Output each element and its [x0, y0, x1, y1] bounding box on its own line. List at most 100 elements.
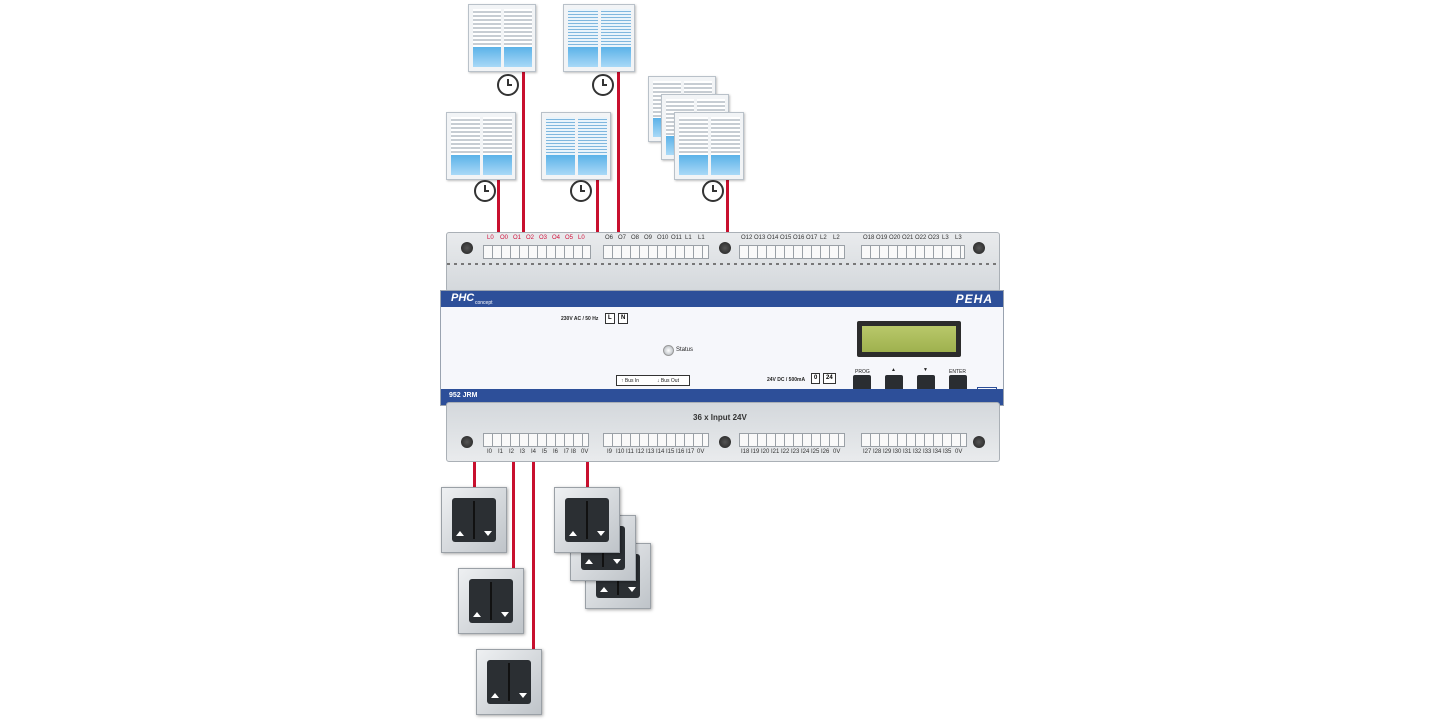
clock-icon [570, 180, 592, 202]
screw-icon [973, 242, 985, 254]
terminal-row [739, 245, 845, 259]
terminal-label: O12 [741, 235, 753, 241]
screw-icon [719, 242, 731, 254]
terminal-label: O9 [644, 235, 653, 241]
screw-icon [461, 242, 473, 254]
terminal-label: O22 [915, 235, 927, 241]
terminal-label: L3 [942, 235, 949, 241]
terminal-label: I2 [509, 449, 515, 455]
terminal-label: I13 [646, 449, 655, 455]
enter-button[interactable] [949, 375, 967, 393]
wire-window-5 [726, 178, 729, 232]
wire-switch-4 [586, 460, 589, 488]
terminal-label: O11 [671, 235, 682, 241]
terminal-label: L1 [698, 235, 705, 241]
terminal-label: O23 [928, 235, 940, 241]
blind-switch-3[interactable] [476, 649, 542, 715]
terminal-label: O4 [552, 235, 561, 241]
wire-window-3 [497, 178, 500, 232]
terminal-label: I0 [487, 449, 493, 455]
terminal-label: I34 [933, 449, 942, 455]
status-led [663, 345, 674, 356]
arrow-up-icon [600, 587, 608, 592]
terminal-label: I25 [811, 449, 820, 455]
terminal-label: L2 [820, 235, 827, 241]
wire-window-4 [596, 178, 599, 232]
terminal-label: I29 [883, 449, 892, 455]
wire-switch-1 [473, 460, 476, 488]
terminal-label: I33 [923, 449, 932, 455]
bus-in-label: ↑ Bus In [621, 378, 640, 384]
terminal-label: O10 [657, 235, 669, 241]
terminal-label: I1 [498, 449, 504, 455]
terminal-n: N [618, 313, 629, 324]
terminal-label: I15 [666, 449, 675, 455]
terminal-label: I24 [801, 449, 810, 455]
device-top-terminal-block: L0 O0 O1 O2 O3 O4 O5 L0 O6 O7 O8 O9 O10 … [446, 232, 1000, 292]
terminal-label: I3 [520, 449, 526, 455]
arrow-down-icon [597, 531, 605, 536]
terminal-label: O14 [767, 235, 779, 241]
screw-icon [719, 436, 731, 448]
terminal-row [483, 433, 589, 447]
arrow-down-icon [501, 612, 509, 617]
arrow-up-icon [491, 693, 499, 698]
top-blue-band: PHC concept PEHA [441, 291, 1003, 307]
terminal-label: O20 [889, 235, 901, 241]
window-blind-2 [563, 4, 635, 72]
terminal-label: L1 [685, 235, 692, 241]
device-front-panel: PHC concept PEHA 230V AC / 50 Hz L N Sta… [440, 290, 1004, 406]
terminal-label: I21 [771, 449, 780, 455]
terminal-label: I20 [761, 449, 770, 455]
terminal-label: I6 [553, 449, 559, 455]
blind-switch-2[interactable] [458, 568, 524, 634]
terminal-label: O3 [539, 235, 548, 241]
down-button[interactable] [917, 375, 935, 393]
vent-slots [447, 263, 999, 265]
terminal-row [483, 245, 591, 259]
terminal-label: L0 [487, 235, 494, 241]
prog-label: PROG [855, 369, 870, 375]
terminal-label: I17 [686, 449, 695, 455]
terminal-row [739, 433, 845, 447]
wire-window-1 [522, 72, 525, 232]
terminal-label: 0V [955, 449, 963, 455]
prog-button[interactable] [853, 375, 871, 393]
terminal-label: O21 [902, 235, 914, 241]
terminal-label: O5 [565, 235, 574, 241]
terminal-label: I32 [913, 449, 922, 455]
terminal-label: 0V [697, 449, 705, 455]
up-label: ▲ [891, 367, 896, 373]
terminal-label: O0 [500, 235, 509, 241]
terminal-label: I30 [893, 449, 902, 455]
down-label: ▼ [923, 367, 928, 373]
terminal-label: I11 [626, 449, 634, 455]
peha-logo: PEHA [955, 292, 993, 306]
up-button[interactable] [885, 375, 903, 393]
terminal-label: I18 [741, 449, 750, 455]
clock-icon [474, 180, 496, 202]
terminal-label: 0V [581, 449, 589, 455]
terminal-label: I8 [571, 449, 577, 455]
status-label: Status [676, 347, 694, 353]
window-blind-3 [446, 112, 516, 180]
terminal-label: O7 [618, 235, 627, 241]
arrow-down-icon [484, 531, 492, 536]
terminal-l: L [605, 313, 615, 324]
bottom-blue-band: 952 JRM [441, 389, 1003, 405]
terminal-label: I7 [564, 449, 570, 455]
terminal-label: O15 [780, 235, 792, 241]
blind-switch-1[interactable] [441, 487, 507, 553]
terminal-label: I12 [636, 449, 645, 455]
blind-switch-stack-front[interactable] [554, 487, 620, 553]
terminal-label: I19 [751, 449, 760, 455]
phc-logo: PHC [451, 292, 475, 304]
terminal-label: 0V [833, 449, 841, 455]
enter-label: ENTER [949, 369, 966, 375]
terminal-label: O19 [876, 235, 888, 241]
phc-logo-sub: concept [475, 300, 493, 306]
arrow-up-icon [569, 531, 577, 536]
arrow-up-icon [456, 531, 464, 536]
window-blind-stack-front [674, 112, 744, 180]
dc-label: 24V DC / 500mA [767, 377, 806, 383]
